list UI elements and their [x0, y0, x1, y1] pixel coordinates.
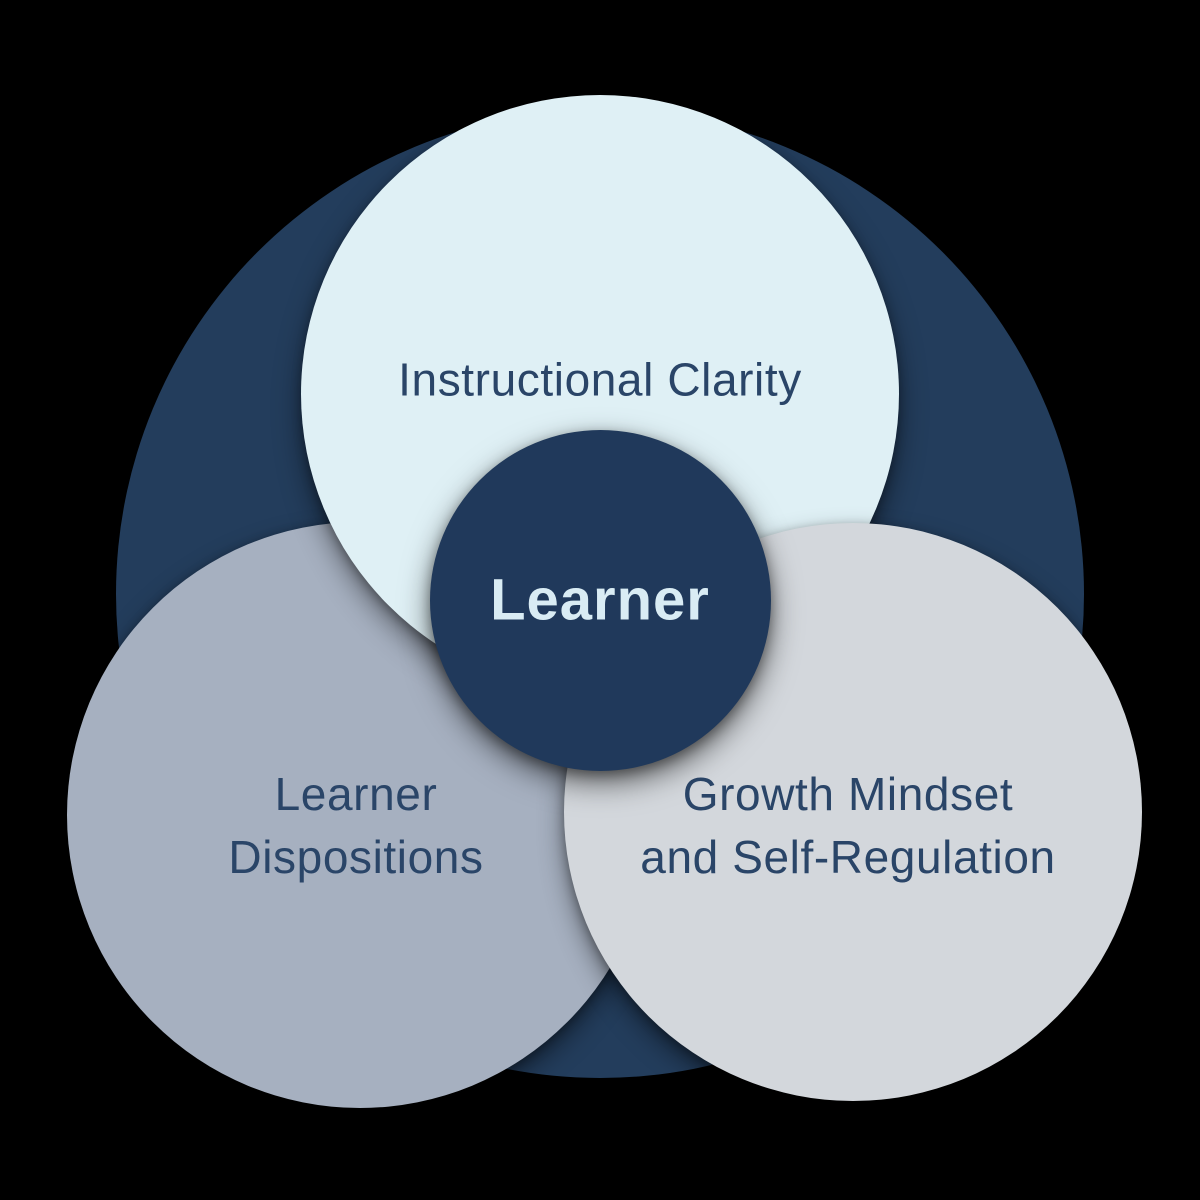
- learner-center-circle: [430, 430, 771, 771]
- instructional-clarity-label: Instructional Clarity: [398, 353, 802, 406]
- learner-dispositions-label-line2: Dispositions: [228, 831, 484, 883]
- growth-mindset-label: Growth Mindset and Self-Regulation: [640, 763, 1055, 889]
- learner-center-label: Learner: [490, 567, 710, 633]
- growth-mindset-label-line1: Growth Mindset: [682, 768, 1014, 820]
- growth-mindset-label-line2: and Self-Regulation: [640, 831, 1056, 883]
- learner-dispositions-label: Learner Dispositions: [228, 763, 483, 889]
- learner-dispositions-label-line1: Learner: [274, 768, 438, 820]
